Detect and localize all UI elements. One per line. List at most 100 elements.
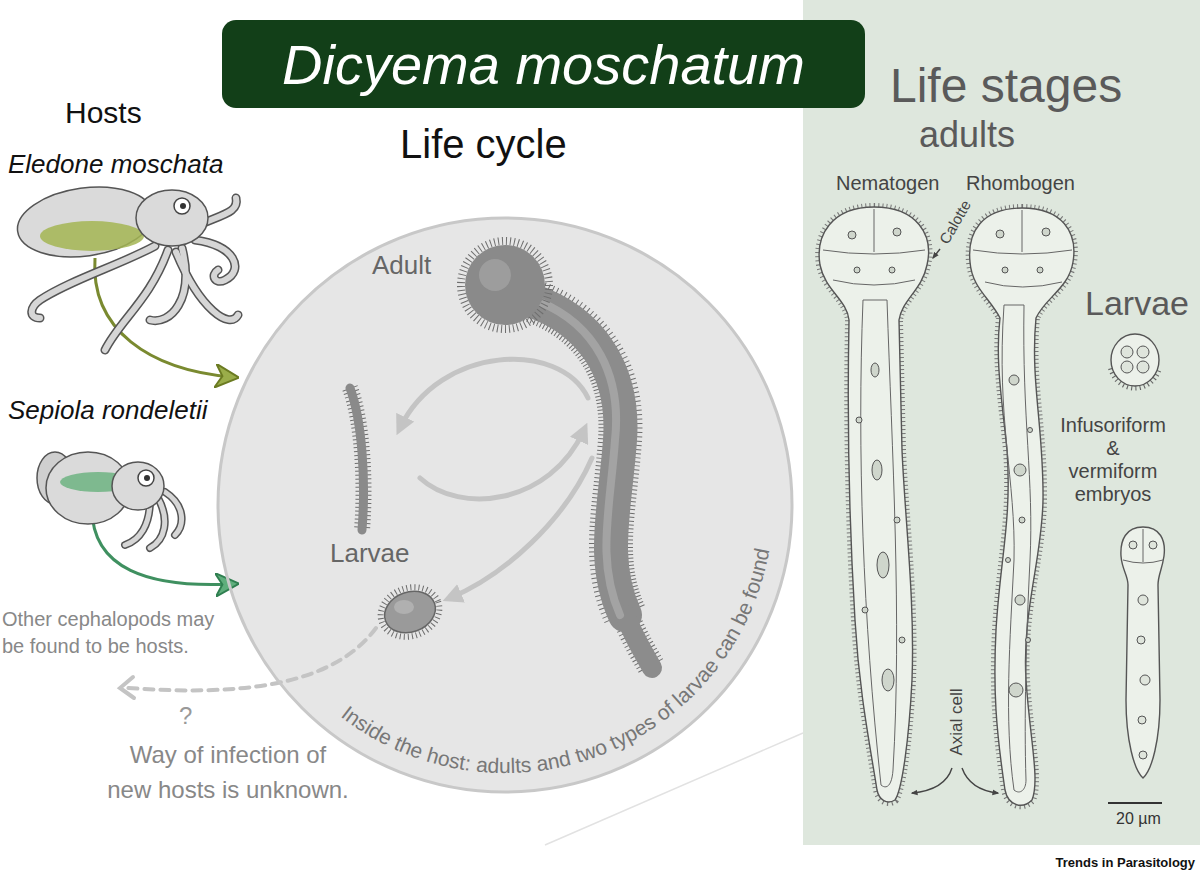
vermiform-larva-part: [350, 388, 364, 530]
nematogen-figure-part-part: [882, 669, 894, 691]
octopus-figure: [13, 179, 238, 350]
octopus-figure-part-part-part: [195, 240, 235, 281]
hosts-heading: Hosts: [65, 96, 142, 131]
rhombogen-figure-part-part: [1015, 595, 1025, 605]
nematogen-figure-part: [848, 228, 905, 691]
rhombogen-figure-part: [985, 282, 1062, 287]
adult-figure-part: [530, 300, 625, 615]
title-text: Dicyema moschatum: [282, 32, 805, 97]
stage-label: Adult: [372, 251, 431, 281]
nematogen-figure-part-part: [862, 607, 868, 613]
rhombogen-figure-part: [970, 208, 1074, 805]
cycle-arrow-part: [450, 458, 592, 598]
nematogen-figure-part-part: [871, 363, 879, 377]
vermiform-embryo-part: [1121, 527, 1164, 778]
vermiform-larva: [350, 388, 364, 530]
scale-bar: [1108, 803, 1162, 804]
rhombogen-figure-part-part: [1019, 517, 1025, 523]
adult-figure-part: [540, 302, 620, 615]
circle-outline: [217, 217, 793, 793]
stage-label: Nematogen: [836, 172, 939, 195]
octopus-figure-part: [174, 198, 190, 214]
squid-figure-part: [144, 475, 150, 481]
life-stages-ground-part: [803, 0, 1200, 845]
octopus-figure-part: [40, 221, 144, 251]
life-cycle-circle: Life cycleAdultLarvaeInside the host: ad…: [217, 217, 793, 793]
adult-figure-part: [530, 300, 625, 615]
section-heading: Life stages: [890, 58, 1122, 113]
axial-cell-arrow-part: [912, 768, 952, 793]
life-cycle-ground: [218, 218, 792, 792]
adult-figure-part: [461, 241, 549, 329]
octopus-figure-part: [136, 190, 208, 246]
infection-arrow-part: [120, 677, 134, 698]
nematogen-figure-part-part: [889, 267, 895, 273]
infusoriform-larva: [374, 579, 447, 645]
part-label: Axial cell: [947, 688, 967, 755]
title-box: Dicyema moschatum: [222, 20, 865, 108]
nematogen-figure-part: [819, 207, 928, 802]
rhombogen-figure-part-part: [1009, 375, 1019, 385]
rhombogen-figure-part-part: [1042, 228, 1050, 236]
adult-figure-part: [625, 615, 652, 668]
calotte-arrow-part: [933, 249, 940, 258]
section-heading: Life cycle: [400, 121, 567, 167]
sub-heading: adults: [919, 114, 1015, 155]
adult-figure-part: [479, 259, 511, 291]
vermiform-embryo-part-part: [1138, 716, 1146, 724]
calotte-arrow: [933, 249, 940, 258]
curved-caption-layer: Inside the host: adults and two types of…: [217, 217, 793, 793]
curved-caption: Inside the host: adults and two types of…: [338, 546, 774, 777]
infusoriform-embryo-part-part: [1137, 361, 1149, 373]
note-text: Other cephalopods may be found to be hos…: [2, 606, 264, 660]
infusoriform-larva-part: [394, 600, 414, 614]
infusoriform-embryo-part-part: [1121, 346, 1133, 358]
vermiform-embryo-part: [1143, 529, 1144, 562]
nematogen-figure-part: [874, 209, 875, 252]
vermiform-embryo-part-part: [1139, 751, 1147, 759]
life-stages-ground: [803, 0, 1200, 845]
note-text: Way of infection of new hosts is unknown…: [68, 738, 388, 808]
squid-figure-part: [138, 470, 154, 486]
cycle-arrow-part: [400, 359, 588, 428]
nematogen-figure-part: [861, 300, 897, 787]
rhombogen-figure: [970, 208, 1074, 805]
vermiform-embryo-part-part: [1140, 675, 1150, 685]
nematogen-figure-part: [833, 280, 915, 285]
part-label: Calotte: [936, 197, 975, 247]
cycle-arrow: [400, 359, 592, 598]
vermiform-embryo-part-part: [1129, 541, 1137, 549]
infusoriform-larva-part: [379, 584, 442, 639]
nematogen-figure-part-part: [854, 267, 860, 273]
rhombogen-figure-part-part: [1002, 267, 1008, 273]
rhombogen-figure-part-part: [1009, 683, 1023, 697]
rhombogen-figure-part: [1022, 210, 1023, 252]
species-name: Eledone moschata: [8, 150, 223, 180]
nematogen-figure: [819, 207, 928, 802]
axial-cell-arrow-part: [962, 768, 998, 793]
species-name: Sepiola rondeletii: [8, 396, 207, 426]
axial-cell-arrow: [912, 768, 998, 793]
scale-bar-part: [1108, 802, 1162, 804]
octopus-figure-part-part-part: [176, 252, 238, 320]
circle-outline-shape: [218, 218, 792, 792]
vermiform-embryo: [1121, 527, 1164, 778]
vermiform-embryo-part: [1129, 541, 1157, 759]
question-mark: ?: [179, 702, 192, 730]
squid-figure-part-part-part: [165, 492, 182, 535]
rhombogen-figure-part-part: [1014, 464, 1026, 476]
adult-figure: [461, 241, 652, 668]
journal-credit: Trends in Parasitology: [1000, 856, 1195, 871]
rhombogen-figure-part-part: [1028, 428, 1033, 433]
sub-heading: Larvae: [1085, 284, 1189, 323]
adult-figure-part: [625, 615, 652, 668]
vermiform-embryo-part-part: [1138, 595, 1148, 605]
nematogen-figure-part: [819, 207, 928, 802]
curved-caption-run: Inside the host: adults and two types of…: [338, 546, 774, 777]
scale-label: 20 µm: [1116, 810, 1161, 828]
life-stages-panel: Life stagesadultsNematogenRhombogenCalot…: [803, 0, 1200, 845]
nematogen-figure-part-part: [899, 637, 905, 643]
nematogen-figure-part-part: [894, 517, 900, 523]
nematogen-figure-part-part: [877, 552, 889, 578]
vermiform-embryo-part-part: [1137, 636, 1145, 644]
